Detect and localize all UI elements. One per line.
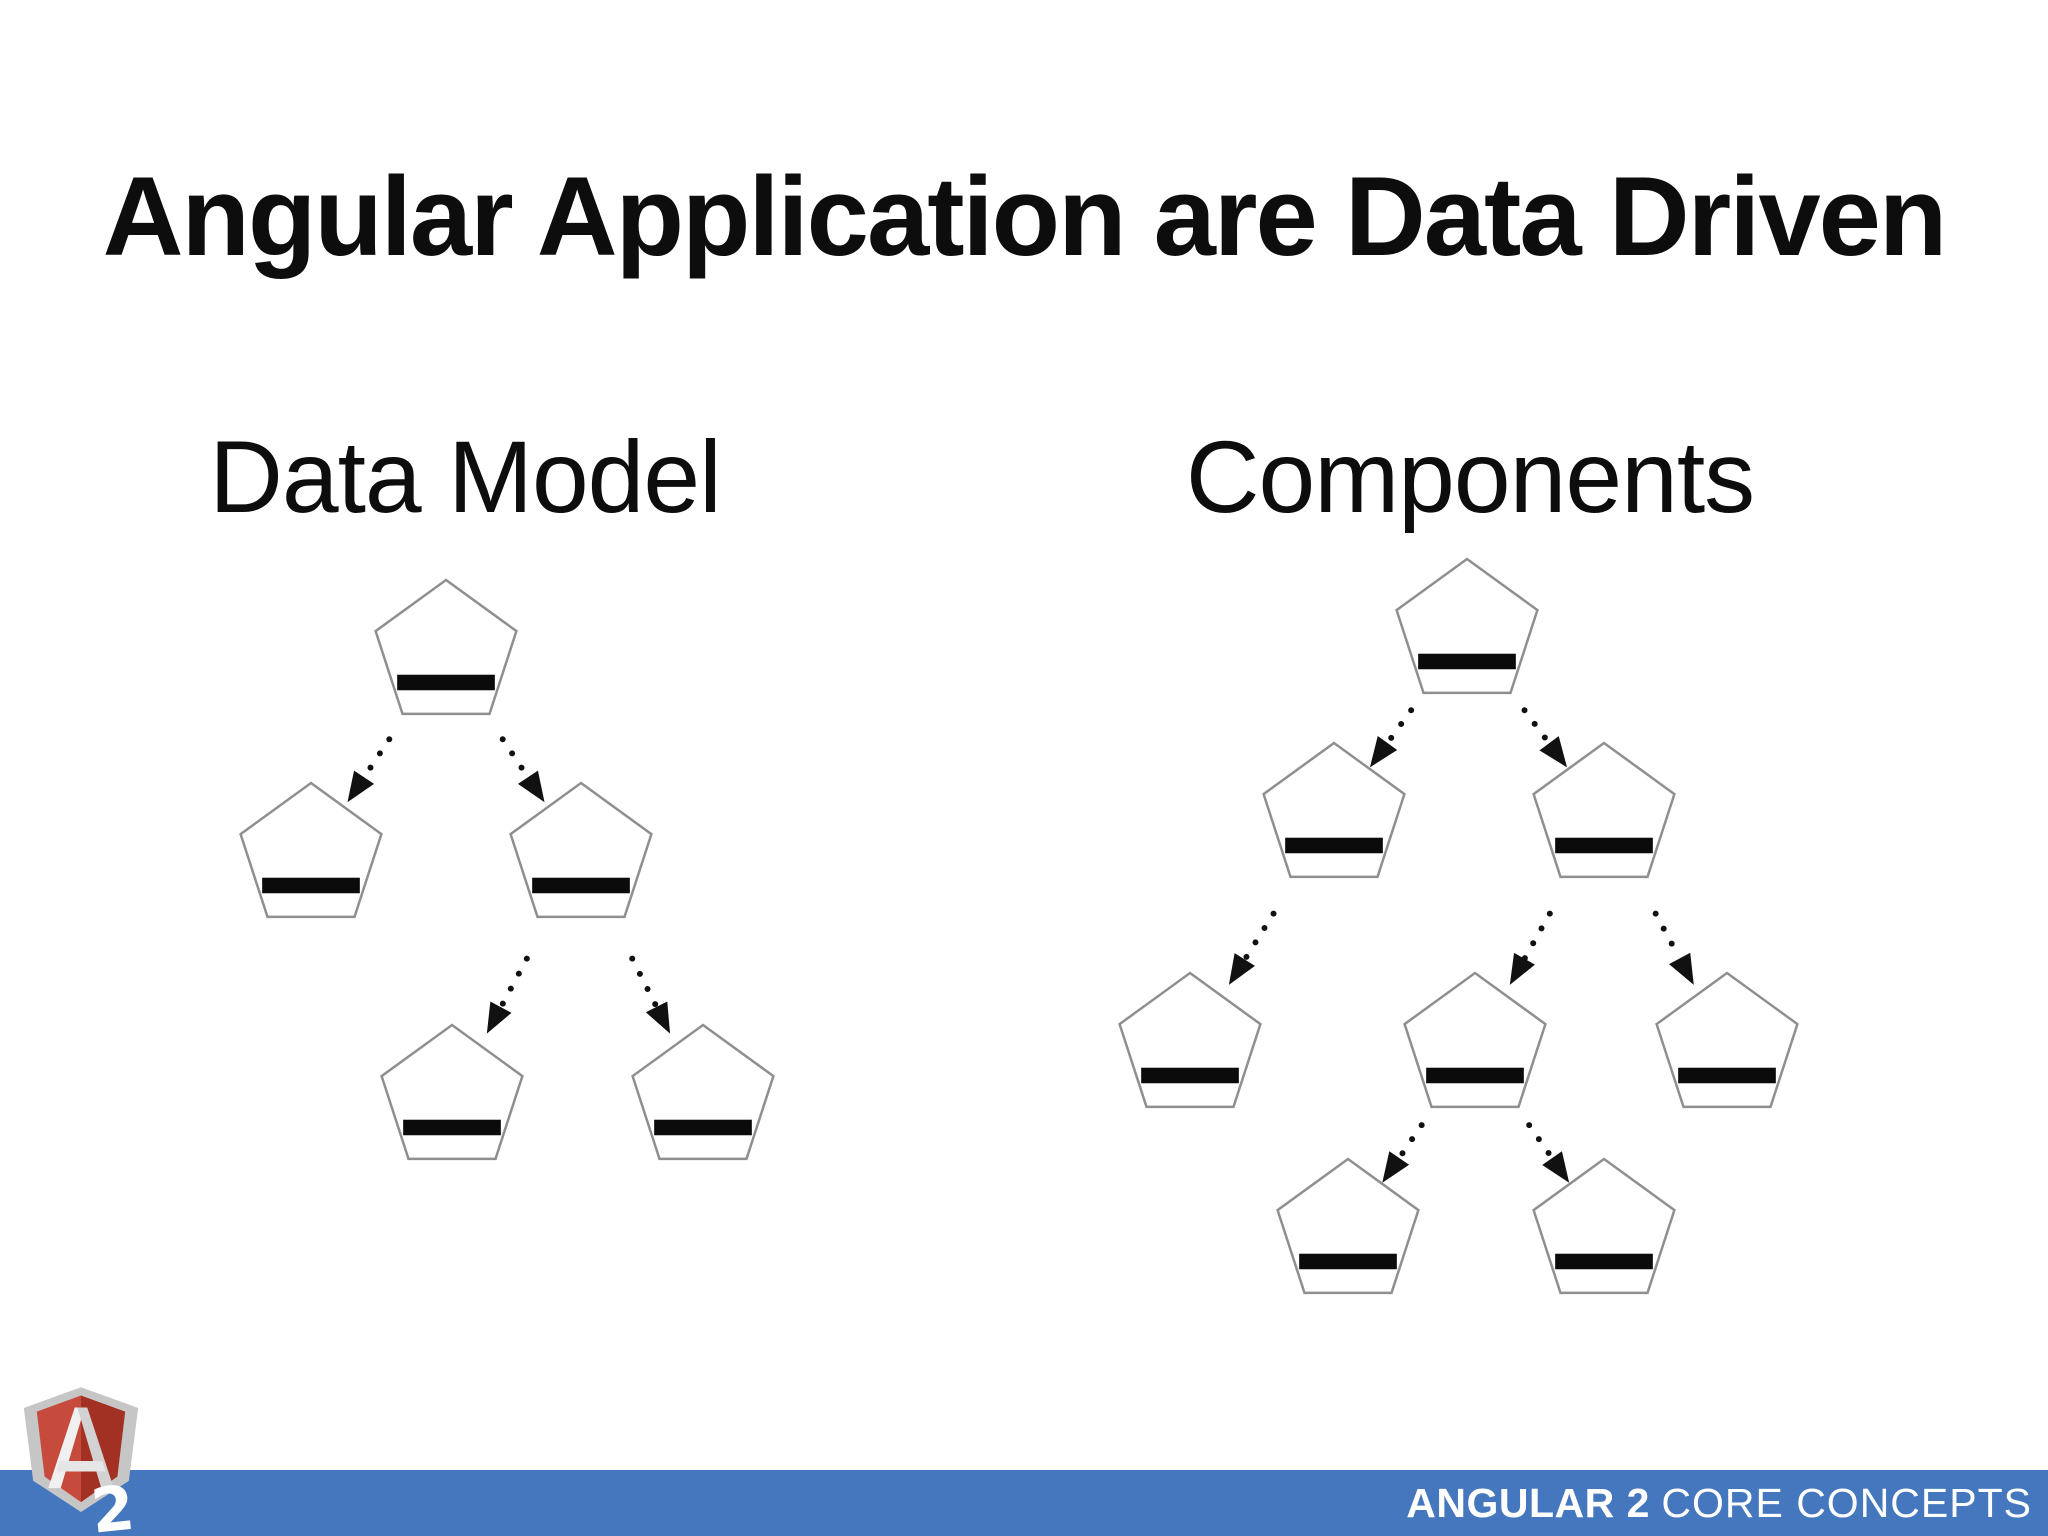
- pentagon-node: [1532, 741, 1676, 879]
- footer-brand-light: CORE CONCEPTS: [1661, 1480, 2032, 1526]
- components-diagram: [1118, 557, 1799, 1295]
- arrow-head: [517, 770, 545, 803]
- pentagon-node: [1532, 1157, 1676, 1295]
- angular-logo: 2: [23, 1387, 139, 1536]
- arrow-dotted-line: [1521, 910, 1553, 962]
- pentagon-data-bar: [1555, 1253, 1653, 1270]
- pentagon-data-bar: [403, 1119, 501, 1136]
- pentagon-data-bar: [1555, 837, 1653, 854]
- pentagon-data-bar: [532, 877, 630, 894]
- arrow-dotted-line: [497, 955, 530, 1011]
- pentagon-node: [1262, 741, 1406, 879]
- logo-letter-a-crossbar: [56, 1461, 106, 1472]
- pentagon-data-bar: [1418, 653, 1516, 670]
- pentagon-data-bar: [397, 674, 495, 691]
- arrow-dotted-line: [1652, 910, 1683, 962]
- arrow-dotted-line: [1384, 707, 1415, 747]
- arrow-head: [1228, 953, 1255, 985]
- pentagon-node: [1403, 971, 1547, 1109]
- arrow-head: [1542, 1151, 1570, 1183]
- data-model-diagram: [239, 578, 775, 1161]
- footer-bar: ANGULAR 2 CORE CONCEPTS: [0, 1470, 2048, 1536]
- arrow-head: [645, 1001, 671, 1034]
- arrow-head: [1669, 952, 1694, 985]
- pentagon-data-bar: [1426, 1067, 1524, 1084]
- arrow-head: [486, 1001, 512, 1034]
- footer-brand: ANGULAR 2 CORE CONCEPTS: [1406, 1480, 2048, 1526]
- pentagon-data-bar: [1141, 1067, 1239, 1084]
- pentagon-node: [1118, 971, 1262, 1109]
- heading-data-model: Data Model: [209, 420, 722, 534]
- pentagon-node: [1276, 1157, 1420, 1295]
- slide-title: Angular Application are Data Driven: [102, 154, 1948, 279]
- pentagon-data-bar: [262, 877, 360, 894]
- arrow-head: [1539, 736, 1568, 768]
- logo-number-2: 2: [88, 1473, 138, 1536]
- pentagon-node: [1395, 557, 1539, 695]
- arrow-dotted-line: [1396, 1122, 1425, 1162]
- pentagon-node: [374, 578, 518, 716]
- arrow-dotted-line: [499, 736, 531, 781]
- pentagon-node: [239, 781, 383, 919]
- pentagon-data-bar: [1299, 1253, 1397, 1270]
- pentagon-node: [380, 1023, 524, 1161]
- arrow-dotted-line: [1526, 1122, 1556, 1162]
- arrow-head: [347, 770, 375, 803]
- arrow-dotted-line: [1241, 910, 1277, 963]
- pentagon-data-bar: [654, 1119, 752, 1136]
- arrow-head: [1369, 735, 1398, 768]
- pentagon-data-bar: [1678, 1067, 1776, 1084]
- logo-letter-a-left-leg: [48, 1407, 85, 1489]
- pentagon-node: [1655, 971, 1799, 1109]
- arrow-dotted-line: [629, 955, 660, 1010]
- footer-brand-bold: ANGULAR 2: [1406, 1480, 1650, 1526]
- pentagon-data-bar: [1285, 837, 1383, 854]
- logo-letter-a-right-leg: [77, 1407, 114, 1489]
- arrow-head: [1382, 1151, 1410, 1183]
- pentagon-node: [509, 781, 653, 919]
- pentagon-node: [631, 1023, 775, 1161]
- arrow-dotted-line: [1521, 707, 1553, 747]
- heading-components: Components: [1185, 420, 1755, 534]
- arrow-dotted-line: [361, 736, 393, 781]
- arrow-head: [1509, 952, 1535, 985]
